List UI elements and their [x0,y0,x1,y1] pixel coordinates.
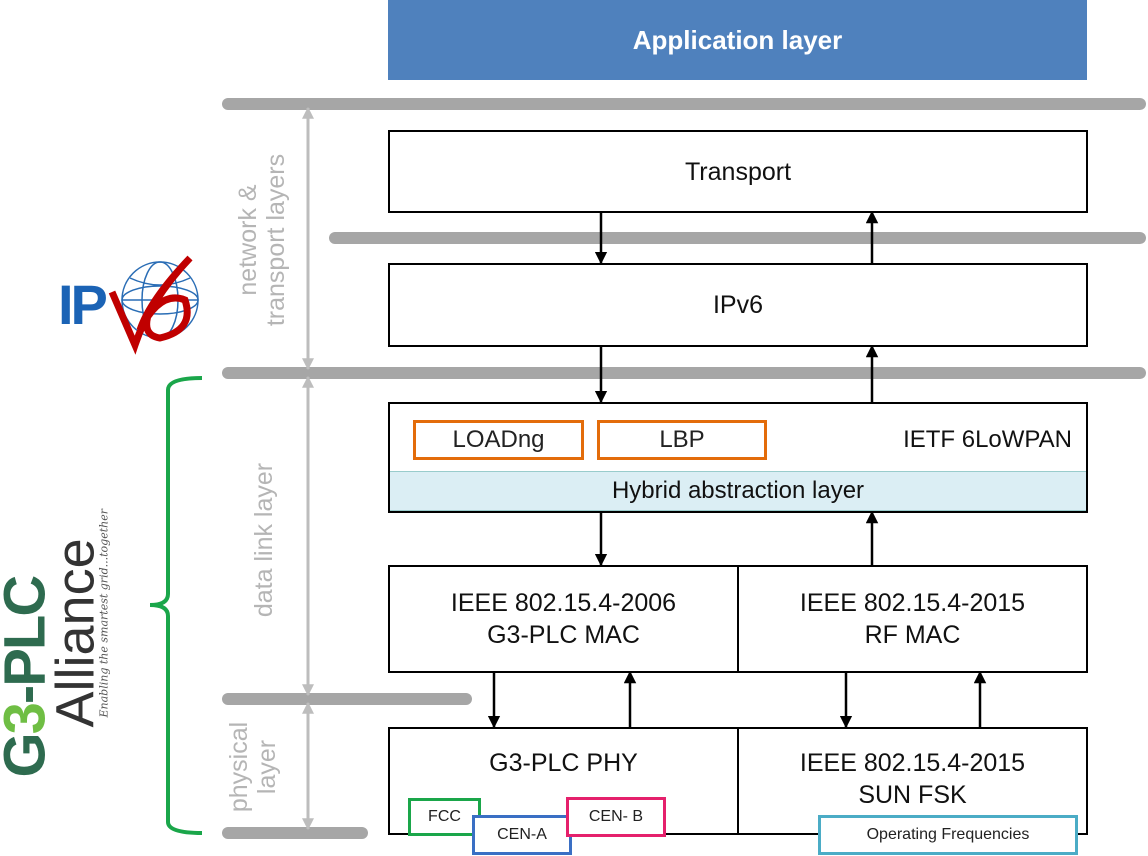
loadng-box: LOADng [413,420,584,460]
sixlowpan-box: LOADng LBP IETF 6LoWPAN Hybrid abstracti… [388,402,1088,513]
ipv6-logo-v6 [108,255,193,355]
ipv6-layer-box: IPv6 [388,263,1088,347]
cen-a-band: CEN-A [472,815,572,855]
layer-brace [149,376,203,835]
cen-b-band: CEN- B [566,797,666,837]
lbp-box: LBP [597,420,767,460]
application-layer-label: Application layer [632,24,843,55]
hybrid-abstraction-layer: Hybrid abstraction layer [390,471,1086,511]
application-layer: Application layer [388,0,1087,80]
g3plc-alliance-logo: G3-PLC Alliance Enabling the smartest gr… [0,509,111,777]
operating-frequencies: Operating Frequencies [818,815,1078,855]
ipv6-logo: IP [58,273,108,336]
network-transport-label: network & transport layers [234,153,290,327]
data-link-label: data link layer [250,462,278,618]
transport-layer-box: Transport [388,130,1088,213]
sixlowpan-title: IETF 6LoWPAN [903,426,1072,453]
fcc-band: FCC [408,798,481,836]
physical-layer-label: physical layer [225,721,281,813]
